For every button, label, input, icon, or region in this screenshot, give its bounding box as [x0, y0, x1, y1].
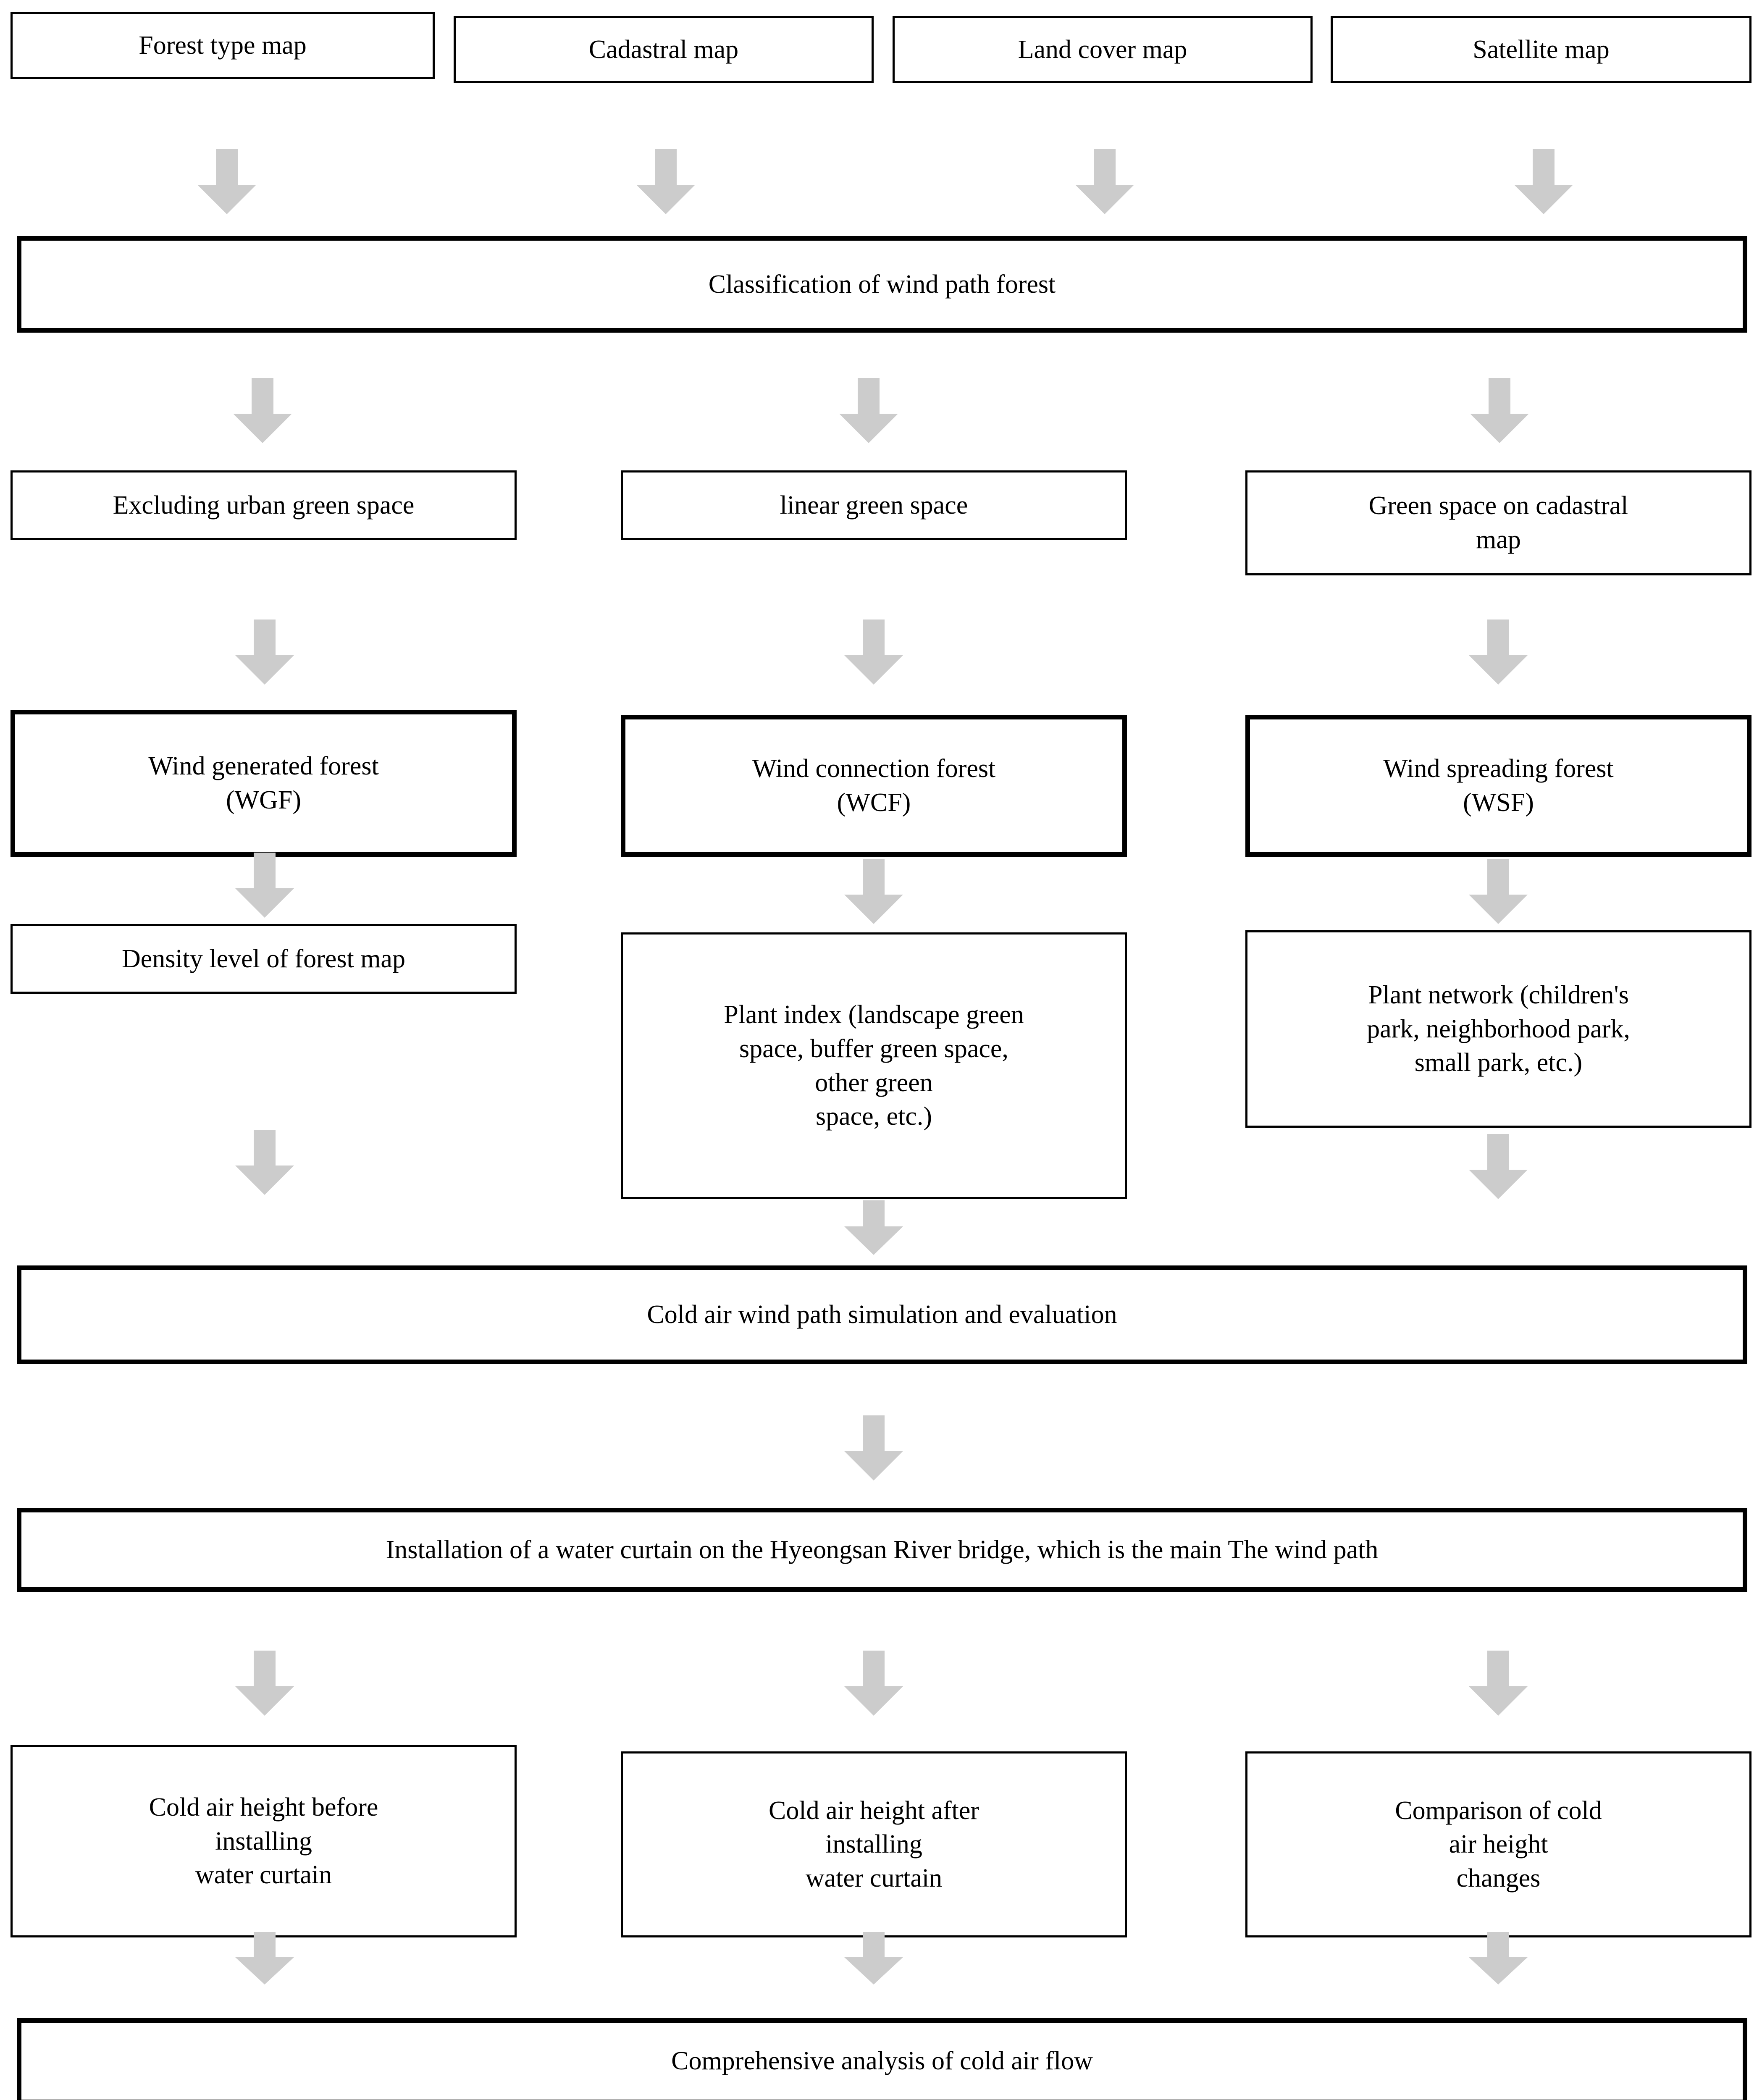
arrow-water-curtain-to-comparison-icon	[1469, 1651, 1528, 1716]
node-wind-connection-forest[interactable]: Wind connection forest (WCF)	[621, 715, 1127, 857]
arrow-wsf-to-plant-network-icon	[1469, 859, 1528, 924]
arrow-density-to-simulation-icon	[235, 1130, 294, 1195]
node-label: Density level of forest map	[122, 944, 405, 973]
node-label: linear green space	[780, 491, 968, 520]
node-plant-network[interactable]: Plant network (children's park, neighbor…	[1245, 930, 1751, 1128]
arrow-plant-index-to-simulation-icon	[844, 1200, 903, 1255]
arrow-before-to-comprehensive-icon	[235, 1932, 294, 1984]
node-classification-of-wind-path-forest[interactable]: Classification of wind path forest	[17, 236, 1747, 333]
arrow-after-to-comprehensive-icon	[844, 1932, 903, 1984]
arrow-classification-to-excluding-urban-icon	[233, 378, 292, 443]
node-comprehensive-analysis-of-cold-air-flow[interactable]: Comprehensive analysis of cold air flow	[17, 2018, 1747, 2100]
node-label: Satellite map	[1473, 35, 1610, 64]
node-label: Forest type map	[139, 31, 307, 60]
node-linear-green-space[interactable]: linear green space	[621, 470, 1127, 540]
arrow-simulation-to-water-curtain-icon	[844, 1415, 903, 1480]
arrow-cadastral-green-to-wsf-icon	[1469, 620, 1528, 685]
node-label: Excluding urban green space	[113, 491, 415, 520]
node-label: Cadastral map	[588, 35, 739, 64]
node-label: Wind spreading forest (WSF)	[1383, 754, 1614, 817]
arrow-cadastral-to-classification-icon	[636, 149, 695, 214]
node-satellite-map[interactable]: Satellite map	[1331, 16, 1751, 83]
node-label: Wind generated forest (WGF)	[148, 752, 379, 814]
node-cold-air-height-after[interactable]: Cold air height after installing water c…	[621, 1751, 1127, 1937]
node-density-level-of-forest-map[interactable]: Density level of forest map	[11, 924, 517, 994]
arrow-satellite-to-classification-icon	[1514, 149, 1573, 214]
arrow-wgf-to-density-icon	[235, 853, 294, 918]
arrow-wcf-to-plant-index-icon	[844, 859, 903, 924]
node-green-space-on-cadastral-map[interactable]: Green space on cadastral map	[1245, 470, 1751, 575]
node-land-cover-map[interactable]: Land cover map	[893, 16, 1313, 83]
node-label: Classification of wind path forest	[708, 270, 1056, 299]
node-label: Wind connection forest (WCF)	[752, 754, 996, 817]
arrow-forest-type-to-classification-icon	[197, 149, 256, 214]
node-label: Plant network (children's park, neighbor…	[1367, 981, 1630, 1077]
node-label: Cold air height before installing water …	[149, 1793, 378, 1890]
node-wind-generated-forest[interactable]: Wind generated forest (WGF)	[11, 710, 517, 857]
node-excluding-urban-green-space[interactable]: Excluding urban green space	[11, 470, 517, 540]
node-label: Cold air wind path simulation and evalua…	[647, 1300, 1117, 1329]
node-label: Comprehensive analysis of cold air flow	[671, 2047, 1093, 2076]
arrow-linear-to-wcf-icon	[844, 620, 903, 685]
arrow-plant-network-to-simulation-icon	[1469, 1134, 1528, 1199]
node-forest-type-map[interactable]: Forest type map	[11, 12, 435, 79]
node-installation-of-water-curtain[interactable]: Installation of a water curtain on the H…	[17, 1508, 1747, 1592]
node-cold-air-wind-path-simulation[interactable]: Cold air wind path simulation and evalua…	[17, 1265, 1747, 1364]
arrow-classification-to-cadastral-green-icon	[1470, 378, 1529, 443]
node-label: Green space on cadastral map	[1368, 491, 1628, 554]
arrow-classification-to-linear-icon	[839, 378, 898, 443]
node-cadastral-map[interactable]: Cadastral map	[454, 16, 874, 83]
arrow-land-cover-to-classification-icon	[1075, 149, 1134, 214]
node-label: Cold air height after installing water c…	[769, 1796, 979, 1893]
node-label: Comparison of cold air height changes	[1395, 1796, 1602, 1893]
arrow-excluding-urban-to-wgf-icon	[235, 620, 294, 685]
node-label: Plant index (landscape green space, buff…	[724, 1000, 1024, 1131]
arrow-comparison-to-comprehensive-icon	[1469, 1932, 1528, 1984]
node-cold-air-height-before[interactable]: Cold air height before installing water …	[11, 1745, 517, 1937]
node-label: Land cover map	[1018, 35, 1187, 64]
node-comparison-of-cold-air-height-changes[interactable]: Comparison of cold air height changes	[1245, 1751, 1751, 1937]
node-wind-spreading-forest[interactable]: Wind spreading forest (WSF)	[1245, 715, 1751, 857]
arrow-water-curtain-to-after-icon	[844, 1651, 903, 1716]
node-plant-index[interactable]: Plant index (landscape green space, buff…	[621, 932, 1127, 1199]
arrow-water-curtain-to-before-icon	[235, 1651, 294, 1716]
node-label: Installation of a water curtain on the H…	[386, 1535, 1379, 1564]
